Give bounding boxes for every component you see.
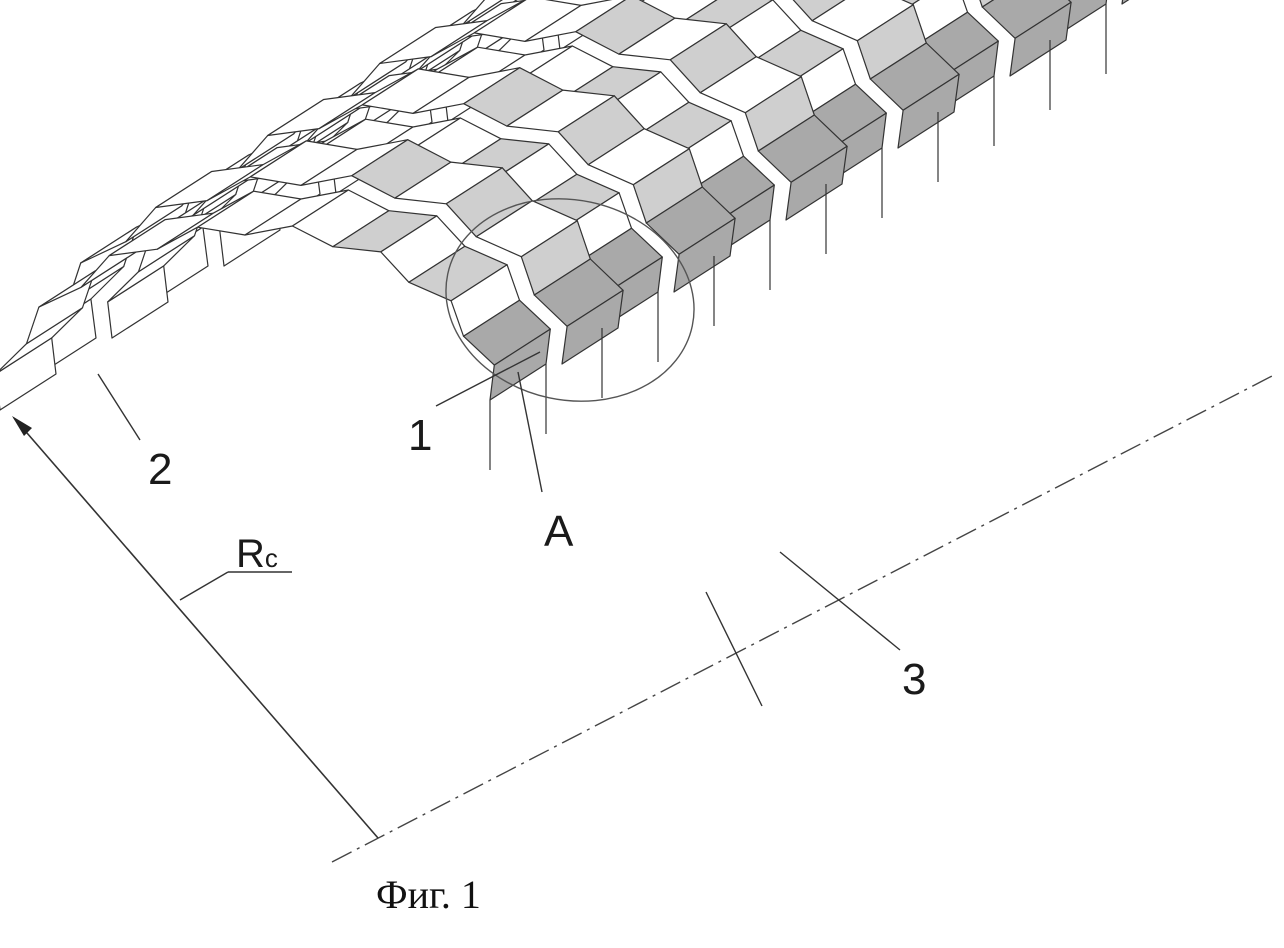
leader-line-3: [780, 552, 900, 650]
figure-caption: Фиг. 1: [376, 872, 481, 917]
leader-line-1: [436, 352, 540, 406]
leader-line-2: [98, 374, 140, 440]
shell-panel: [1122, 0, 1183, 4]
callout-1: 1: [408, 411, 432, 460]
corrugated-shell-drawing: [0, 0, 1183, 470]
radius-letter: R: [236, 532, 265, 576]
radius-label-leader: [180, 572, 228, 600]
callout-a: A: [544, 507, 574, 556]
radius-subscript: c: [265, 543, 278, 573]
callout-2: 2: [148, 445, 172, 494]
radius-arrowhead: [12, 416, 32, 436]
radius-dimension-line: [14, 418, 378, 838]
shell-edge-line: [706, 592, 762, 706]
axis-centerline: [332, 376, 1272, 862]
callout-3: 3: [902, 655, 926, 704]
radius-label: Rc: [236, 532, 278, 576]
leader-line-a: [518, 372, 542, 492]
